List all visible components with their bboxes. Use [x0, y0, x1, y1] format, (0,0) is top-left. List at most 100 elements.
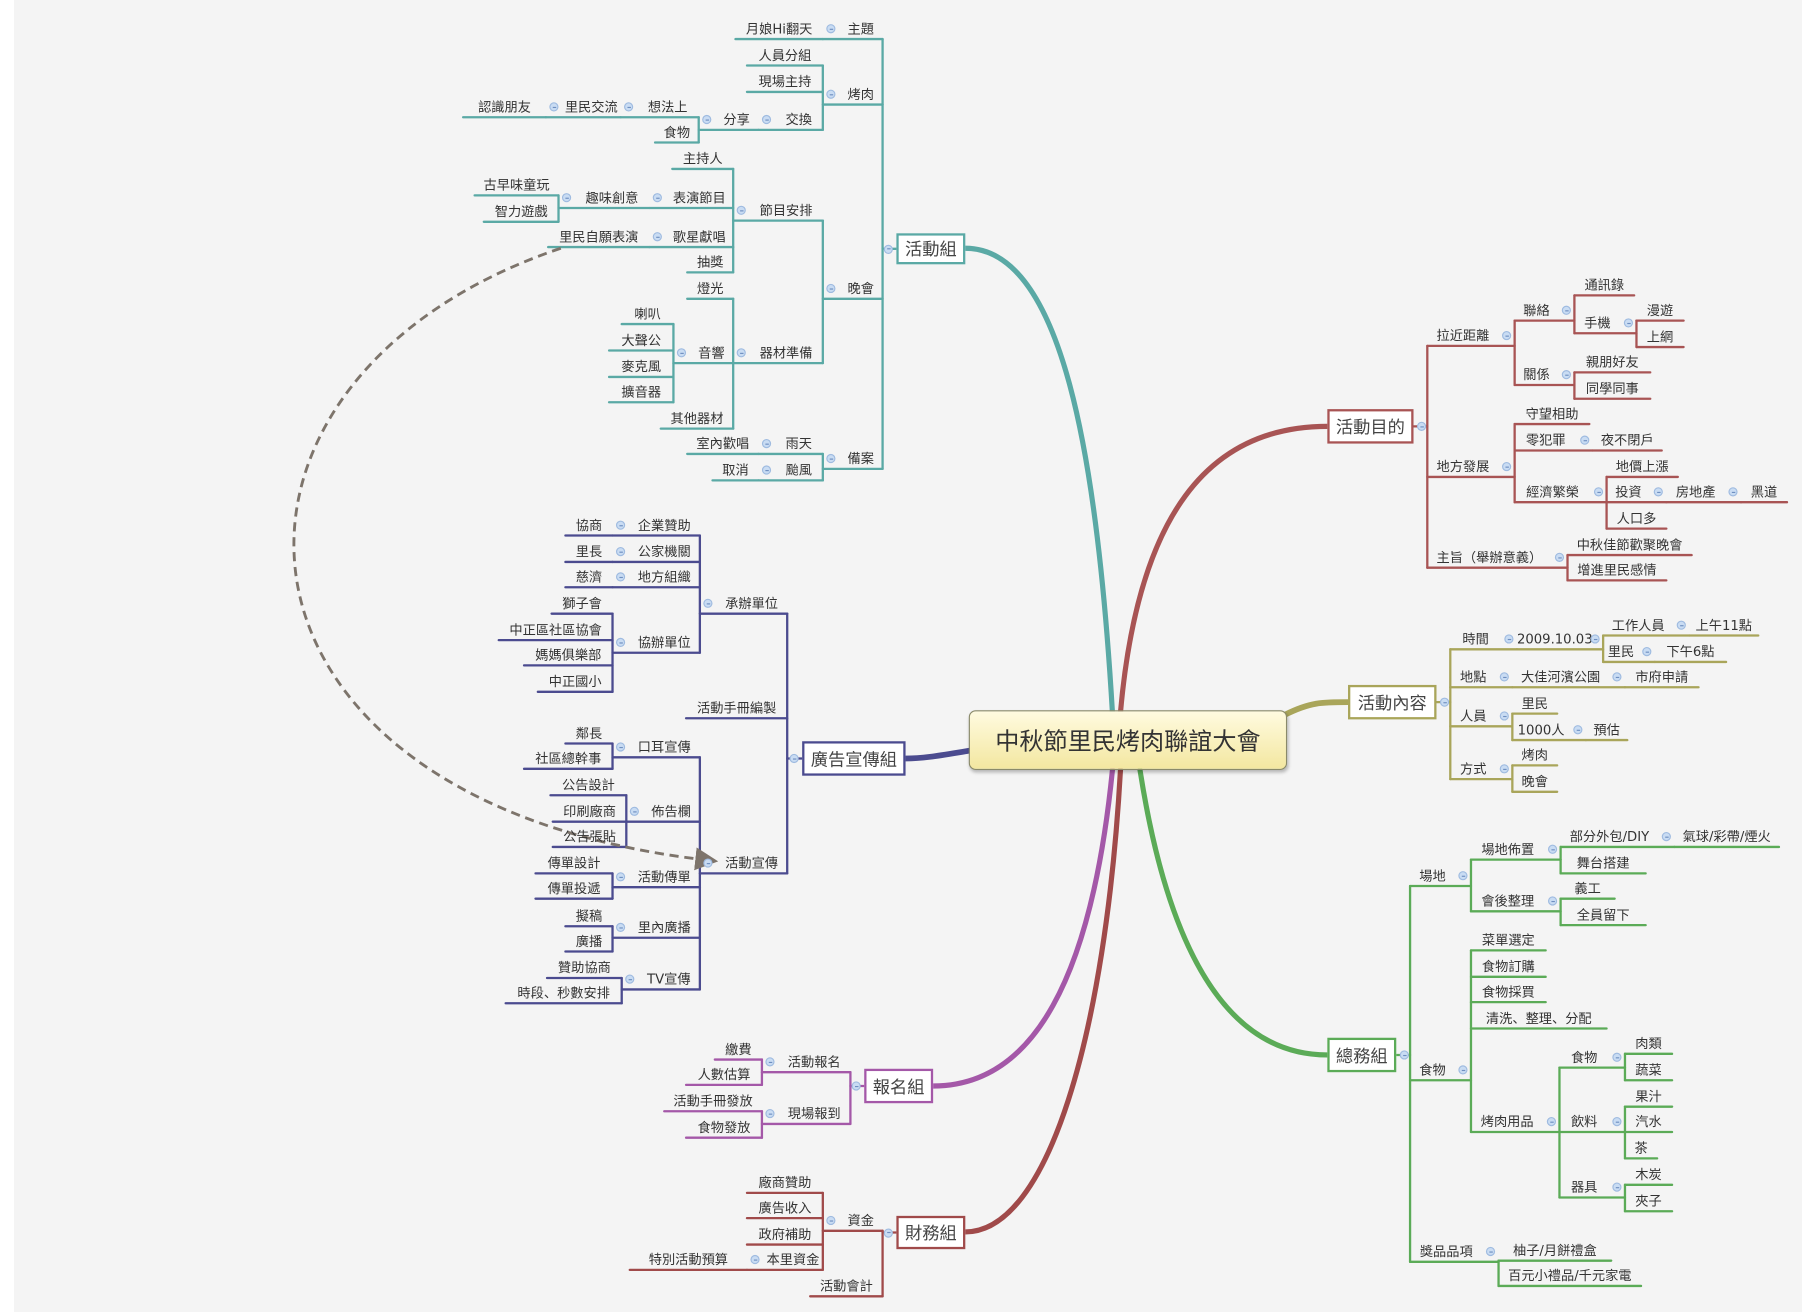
topic-node[interactable]: 表演節目 — [672, 189, 726, 206]
collapse-icon[interactable] — [1502, 330, 1512, 341]
topic-node[interactable]: 公告設計 — [561, 776, 615, 793]
topic-node[interactable]: 烤肉用品 — [1480, 1113, 1534, 1130]
collapse-icon[interactable] — [1593, 487, 1604, 497]
topic-node[interactable]: 肉類 — [1635, 1035, 1662, 1052]
topic-node[interactable]: 獅子會 — [562, 595, 602, 612]
topic-node[interactable]: 零犯罪 — [1525, 432, 1566, 449]
topic-node[interactable]: 口耳宣傳 — [637, 738, 691, 756]
collapse-icon[interactable] — [1458, 1065, 1468, 1075]
branch-topic[interactable]: 活動組 — [896, 233, 966, 265]
topic-node[interactable]: 器材準備 — [759, 344, 813, 361]
collapse-icon[interactable] — [736, 205, 746, 215]
topic-node[interactable]: 晚會 — [847, 280, 874, 297]
topic-node[interactable]: 食物 — [1419, 1061, 1446, 1078]
collapse-icon[interactable] — [624, 102, 634, 112]
collapse-icon[interactable] — [1676, 620, 1686, 630]
collapse-icon[interactable] — [1590, 634, 1600, 644]
topic-node[interactable]: 慈濟 — [575, 568, 603, 585]
collapse-icon[interactable] — [703, 858, 713, 868]
collapse-icon[interactable] — [1547, 896, 1558, 906]
topic-node[interactable]: 清洗、整理、分配 — [1485, 1010, 1592, 1027]
collapse-icon[interactable] — [1499, 672, 1509, 682]
topic-node[interactable]: 古早味童玩 — [483, 176, 550, 194]
collapse-icon[interactable] — [1653, 487, 1663, 497]
topic-node[interactable]: 人數估算 — [697, 1066, 751, 1083]
topic-node[interactable]: 活動宣傳 — [725, 855, 779, 872]
topic-node[interactable]: 親朋好友 — [1585, 353, 1639, 371]
topic-node[interactable]: 傳單設計 — [547, 855, 601, 872]
topic-node[interactable]: 雨天 — [785, 435, 812, 452]
topic-node[interactable]: 食物採買 — [1481, 983, 1535, 1000]
topic-node[interactable]: 柚子/月餅禮盒 — [1512, 1242, 1597, 1259]
topic-node[interactable]: 主旨（舉辦意義） — [1436, 549, 1543, 566]
topic-node[interactable]: 晚會 — [1521, 773, 1548, 790]
topic-node[interactable]: 時段、秒數安排 — [517, 984, 610, 1001]
collapse-icon[interactable] — [826, 1215, 836, 1226]
topic-node[interactable]: 月娘Hi翻天 — [745, 20, 813, 37]
collapse-icon[interactable] — [625, 974, 635, 984]
topic-node[interactable]: 守望相助 — [1525, 405, 1579, 422]
collapse-icon[interactable] — [1612, 672, 1622, 682]
topic-node[interactable]: 備案 — [847, 450, 874, 467]
topic-node[interactable]: 交換 — [785, 111, 812, 128]
topic-node[interactable]: 里長 — [575, 543, 603, 560]
topic-node[interactable]: 飲料 — [1570, 1113, 1598, 1130]
collapse-icon[interactable] — [615, 520, 626, 530]
collapse-icon[interactable] — [1561, 305, 1571, 315]
topic-node[interactable]: 協商 — [575, 517, 603, 534]
topic-node[interactable]: 時間 — [1462, 630, 1489, 647]
topic-node[interactable]: 地點 — [1460, 668, 1487, 685]
topic-node[interactable]: 里民 — [1607, 643, 1635, 660]
topic-node[interactable]: 器具 — [1570, 1179, 1598, 1196]
topic-node[interactable]: 里民交流 — [564, 98, 618, 115]
collapse-icon[interactable] — [549, 102, 559, 112]
collapse-icon[interactable] — [615, 572, 626, 582]
collapse-icon[interactable] — [615, 547, 626, 557]
topic-node[interactable]: 音響 — [698, 344, 725, 361]
topic-node[interactable]: 烤肉 — [847, 86, 874, 103]
topic-node[interactable]: 手機 — [1584, 314, 1611, 331]
collapse-icon[interactable] — [1458, 871, 1468, 881]
collapse-icon[interactable] — [765, 1057, 775, 1067]
topic-node[interactable]: 廣播 — [575, 933, 603, 950]
topic-node[interactable]: 氣球/彩帶/煙火 — [1682, 828, 1771, 845]
topic-node[interactable]: 政府補助 — [758, 1226, 812, 1243]
topic-node[interactable]: 工作人員 — [1611, 617, 1665, 634]
topic-node[interactable]: 主題 — [847, 20, 874, 37]
topic-node[interactable]: 漫遊 — [1646, 302, 1674, 319]
topic-node[interactable]: 颱風 — [785, 461, 812, 479]
collapse-icon[interactable] — [826, 283, 836, 294]
topic-node[interactable]: 廣告收入 — [758, 1199, 812, 1216]
topic-node[interactable]: 場地佈置 — [1481, 841, 1535, 858]
topic-node[interactable]: 擴音器 — [621, 383, 662, 400]
collapse-icon[interactable] — [1728, 487, 1738, 497]
topic-node[interactable]: 企業贊助 — [637, 517, 691, 534]
collapse-icon[interactable] — [1546, 1117, 1557, 1127]
collapse-icon[interactable] — [676, 348, 687, 358]
collapse-icon[interactable] — [1623, 318, 1634, 328]
topic-node[interactable]: TV宣傳 — [647, 971, 691, 988]
collapse-icon[interactable] — [750, 1254, 760, 1265]
topic-node[interactable]: 室內歡唱 — [696, 435, 750, 452]
topic-node[interactable]: 繳費 — [725, 1041, 752, 1058]
topic-node[interactable]: 獎品品項 — [1419, 1243, 1473, 1260]
collapse-icon[interactable] — [1612, 1182, 1622, 1192]
collapse-icon[interactable] — [1554, 552, 1565, 562]
central-topic[interactable]: 中秋節里民烤肉聯誼大會 — [968, 710, 1288, 770]
topic-node[interactable]: 媽媽俱樂部 — [535, 646, 602, 664]
topic-node[interactable]: 聯絡 — [1523, 302, 1550, 319]
collapse-icon[interactable] — [703, 598, 713, 608]
topic-node[interactable]: 下午6點 — [1666, 643, 1715, 660]
topic-node[interactable]: 擬稿 — [575, 907, 603, 924]
collapse-icon[interactable] — [1642, 646, 1652, 657]
branch-collapse-icon[interactable] — [1439, 697, 1450, 707]
topic-node[interactable]: 地方組織 — [637, 568, 691, 585]
topic-node[interactable]: 資金 — [847, 1212, 874, 1229]
branch-collapse-icon[interactable] — [1416, 421, 1427, 431]
collapse-icon[interactable] — [1499, 764, 1509, 774]
topic-node[interactable]: 活動傳單 — [637, 868, 691, 885]
topic-node[interactable]: 公家機關 — [637, 543, 691, 560]
collapse-icon[interactable] — [1580, 435, 1590, 445]
collapse-icon[interactable] — [761, 465, 772, 475]
